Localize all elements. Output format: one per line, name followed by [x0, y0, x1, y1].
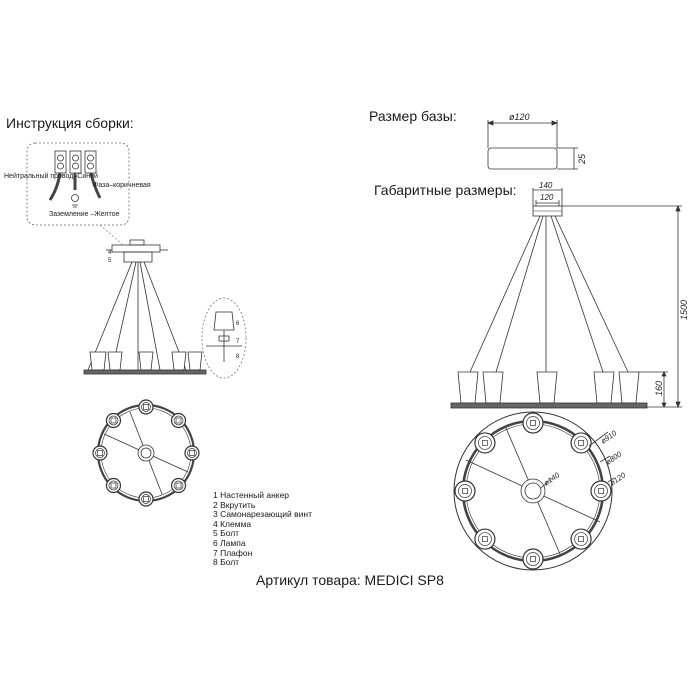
shade-top-mark: [138, 399, 154, 415]
parts-list-item: 5 Болт: [213, 528, 240, 539]
overall-size-heading: Габаритные размеры:: [374, 182, 517, 198]
assembly-chandelier: 4 5: [83, 239, 207, 375]
shade-top-mark: [170, 412, 187, 429]
shade-diameter-label: ø120: [608, 470, 628, 488]
assembly-top-view: [92, 399, 200, 507]
ring-diameter-label: ø800: [604, 449, 624, 467]
wiring-neutral-label: Нейтральный провод–Синий: [4, 172, 98, 180]
overall-top-view: [453, 411, 615, 571]
base-diameter-label: ø120: [509, 112, 530, 122]
canopy-inner-label: 120: [540, 193, 554, 202]
callout-8: 8: [236, 354, 240, 360]
outer-diameter-label: ø910: [599, 428, 619, 446]
shade-top-mark: [138, 491, 154, 507]
shade-top-mark: [522, 548, 544, 570]
shade-top-mark: [92, 445, 108, 461]
hub-diameter-label: ø140: [542, 470, 562, 488]
callout-7: 7: [236, 339, 240, 345]
wiring-ground-label: Заземление –Желтое: [49, 211, 120, 218]
shade-top-mark: [105, 477, 122, 494]
shade-top-mark: [474, 432, 496, 454]
shade-top-mark: [570, 432, 592, 454]
lamp-detail: 6 7 8: [201, 297, 247, 379]
parts-list-item: 4 Клемма: [213, 518, 252, 529]
canopy-top-label: 140: [539, 181, 553, 190]
overall-height-label: 1500: [679, 300, 689, 320]
article-number: Артикул товара: MEDICI SP8: [256, 572, 444, 588]
shade-top-mark: [184, 445, 200, 461]
base-size-drawing: [486, 120, 578, 170]
shade-height-label: 160: [654, 381, 664, 396]
wiring-phase-label: Фаза–коричневая: [93, 182, 151, 189]
shade-top-mark: [570, 528, 592, 550]
parts-list-item: 7 Плафон: [213, 547, 253, 558]
assembly-heading: Инструкция сборки:: [6, 115, 134, 131]
shade-top-mark: [170, 477, 187, 494]
callout-6: 6: [236, 321, 240, 327]
parts-list-item: 2 Вкрутить: [213, 499, 256, 510]
parts-list-item: 8 Болт: [213, 557, 240, 568]
parts-list-item: 6 Лампа: [213, 537, 246, 548]
base-size-heading: Размер базы:: [369, 108, 457, 124]
callout-4: 4: [108, 250, 112, 256]
shade-top-mark: [590, 480, 612, 502]
parts-list-item: 1 Настенный анкер: [213, 490, 290, 500]
wiring-detail: [26, 142, 130, 245]
overall-chandelier: [450, 188, 682, 409]
shade-top-mark: [454, 480, 476, 502]
shade-top-mark: [522, 412, 544, 434]
shade-top-mark: [474, 528, 496, 550]
parts-list-item: 3 Самонарезающий винт: [213, 509, 313, 520]
callout-5: 5: [108, 258, 112, 264]
base-height-label: 25: [577, 153, 587, 165]
shade-top-mark: [105, 412, 122, 429]
